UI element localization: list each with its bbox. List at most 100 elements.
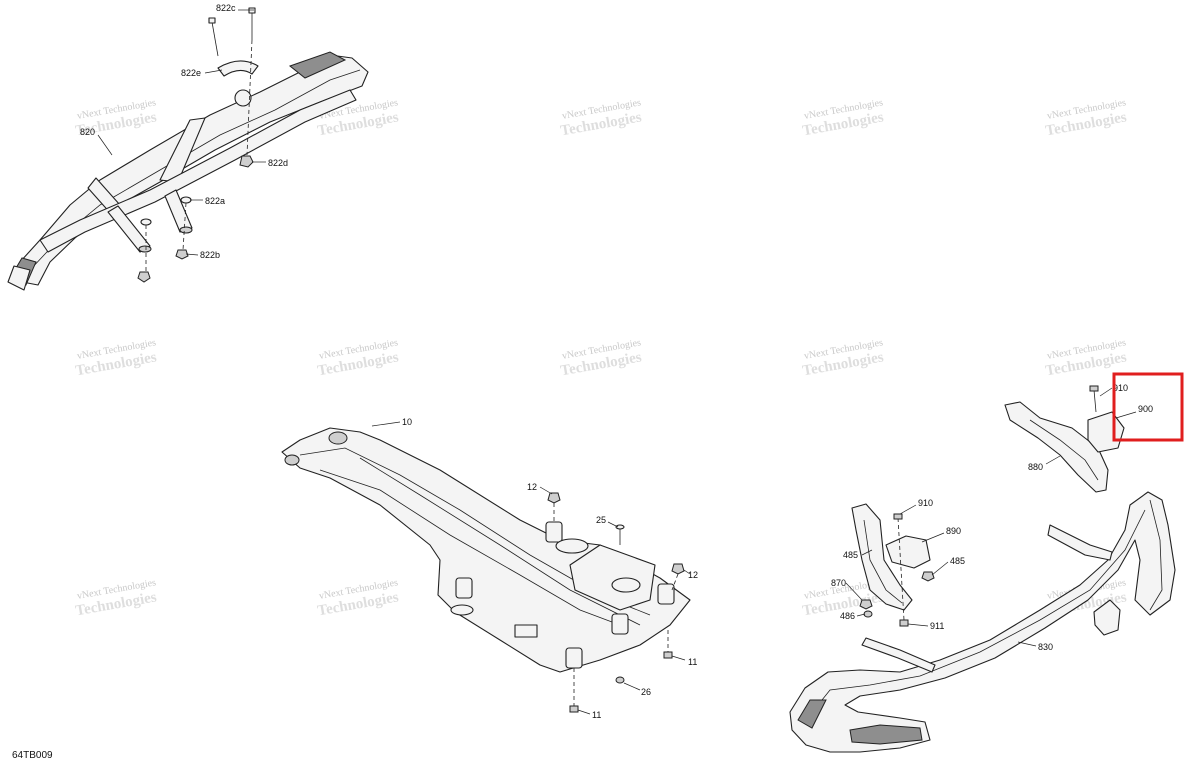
bolt-head xyxy=(208,17,216,24)
nut-485 xyxy=(859,599,873,610)
tube-end-cap xyxy=(797,699,827,729)
grommet xyxy=(555,538,589,554)
leader-line xyxy=(607,521,619,528)
mount-pad xyxy=(545,521,563,543)
assembly-axis xyxy=(671,573,679,591)
pad-25 xyxy=(569,544,656,611)
washer-822a xyxy=(180,196,192,204)
bracket-edge xyxy=(863,519,903,604)
leader-line xyxy=(861,549,873,556)
clamp-822e xyxy=(217,60,259,77)
leader-line xyxy=(845,582,863,601)
tube-grip xyxy=(849,724,923,745)
bumper-end-plate xyxy=(7,265,31,291)
callout-910: 910 xyxy=(918,498,933,508)
mount-pad xyxy=(565,647,583,669)
callout-822e: 822e xyxy=(181,68,201,78)
skid-plate-rib xyxy=(319,469,621,626)
bolt-head xyxy=(248,7,256,14)
skid-plate xyxy=(281,427,691,673)
screw-910 xyxy=(893,513,903,520)
callout-820: 820 xyxy=(80,127,95,137)
mount-bracket xyxy=(164,189,193,233)
tube-stub xyxy=(861,637,936,673)
nut-822b xyxy=(175,249,189,260)
nut-12 xyxy=(671,563,685,575)
tube-edge xyxy=(809,509,1146,716)
callout-485: 485 xyxy=(843,550,858,560)
callout-910: 910 xyxy=(1113,383,1128,393)
washer-486 xyxy=(863,610,873,618)
callout-822a: 822a xyxy=(205,196,225,206)
leader-line xyxy=(907,623,929,627)
callout-12: 12 xyxy=(688,570,698,580)
leader-line xyxy=(577,709,591,715)
grommet xyxy=(611,577,641,593)
grommet xyxy=(450,604,474,616)
leader-line xyxy=(856,613,866,617)
bracket-edge xyxy=(1029,419,1099,481)
cap-890 xyxy=(885,535,931,569)
washer-822a xyxy=(140,218,152,226)
screw-11 xyxy=(663,651,673,659)
screw-head xyxy=(1089,385,1099,392)
mount-pad xyxy=(611,613,629,635)
mount-pad xyxy=(657,583,675,605)
callout-11: 11 xyxy=(688,657,697,667)
callout-822d: 822d xyxy=(268,158,288,168)
leader-line xyxy=(623,682,641,691)
skid-plate-rib xyxy=(359,457,641,626)
bumper-end-cap-right xyxy=(288,51,347,79)
access-window xyxy=(514,624,538,638)
mount-bracket xyxy=(107,205,151,253)
assembly-axis xyxy=(897,517,905,621)
skid-hole xyxy=(328,431,348,445)
callout-822c: 822c xyxy=(216,3,236,13)
front-bumper-assembly: 910 900 880 910 890 485 485 870 486 911 … xyxy=(789,383,1176,753)
tube-end-plate xyxy=(1093,599,1121,636)
rear-bumper-assembly: 822c 822e 820 822d 822a 822b xyxy=(7,3,369,291)
leader-line xyxy=(97,134,113,156)
leader-line xyxy=(185,253,199,256)
leader-line xyxy=(921,532,945,543)
bracket-870 xyxy=(851,503,913,611)
screw-911 xyxy=(899,619,909,627)
leader-line xyxy=(539,486,553,495)
leader-line xyxy=(1099,387,1113,397)
nut-485 xyxy=(921,571,935,582)
leader-line xyxy=(204,69,223,74)
tube-stub xyxy=(1047,524,1113,561)
figure-id: 64TB009 xyxy=(12,750,53,761)
bracket-880 xyxy=(1004,401,1109,493)
tube-edge xyxy=(1149,499,1163,611)
callout-11: 11 xyxy=(592,710,601,720)
callout-870: 870 xyxy=(831,578,846,588)
nut-822b xyxy=(137,271,151,283)
callout-822b: 822b xyxy=(200,250,220,260)
callout-900: 900 xyxy=(1138,404,1153,414)
screw-11 xyxy=(569,705,579,713)
skid-hole xyxy=(284,454,300,466)
skid-plate-assembly: 10 12 25 12 11 26 11 xyxy=(281,417,698,720)
screw-910 xyxy=(1093,389,1097,413)
mount-hole xyxy=(138,245,152,253)
leader-line xyxy=(1017,641,1037,647)
leader-line xyxy=(683,569,691,575)
leader-line xyxy=(1045,455,1061,465)
leader-line xyxy=(671,655,686,661)
highlight-box xyxy=(1112,372,1184,442)
callout-830: 830 xyxy=(1038,642,1053,652)
callout-486: 486 xyxy=(840,611,855,621)
bumper-tube-830 xyxy=(789,491,1176,753)
leader-line xyxy=(899,504,917,515)
leader-line xyxy=(371,421,401,427)
callout-880: 880 xyxy=(1028,462,1043,472)
cap-900 xyxy=(1087,411,1125,453)
bolt-822c xyxy=(211,21,219,57)
nut-822d xyxy=(239,155,254,168)
mount-pad xyxy=(455,577,473,599)
leader-line xyxy=(931,561,949,576)
leader-line xyxy=(1115,411,1137,419)
